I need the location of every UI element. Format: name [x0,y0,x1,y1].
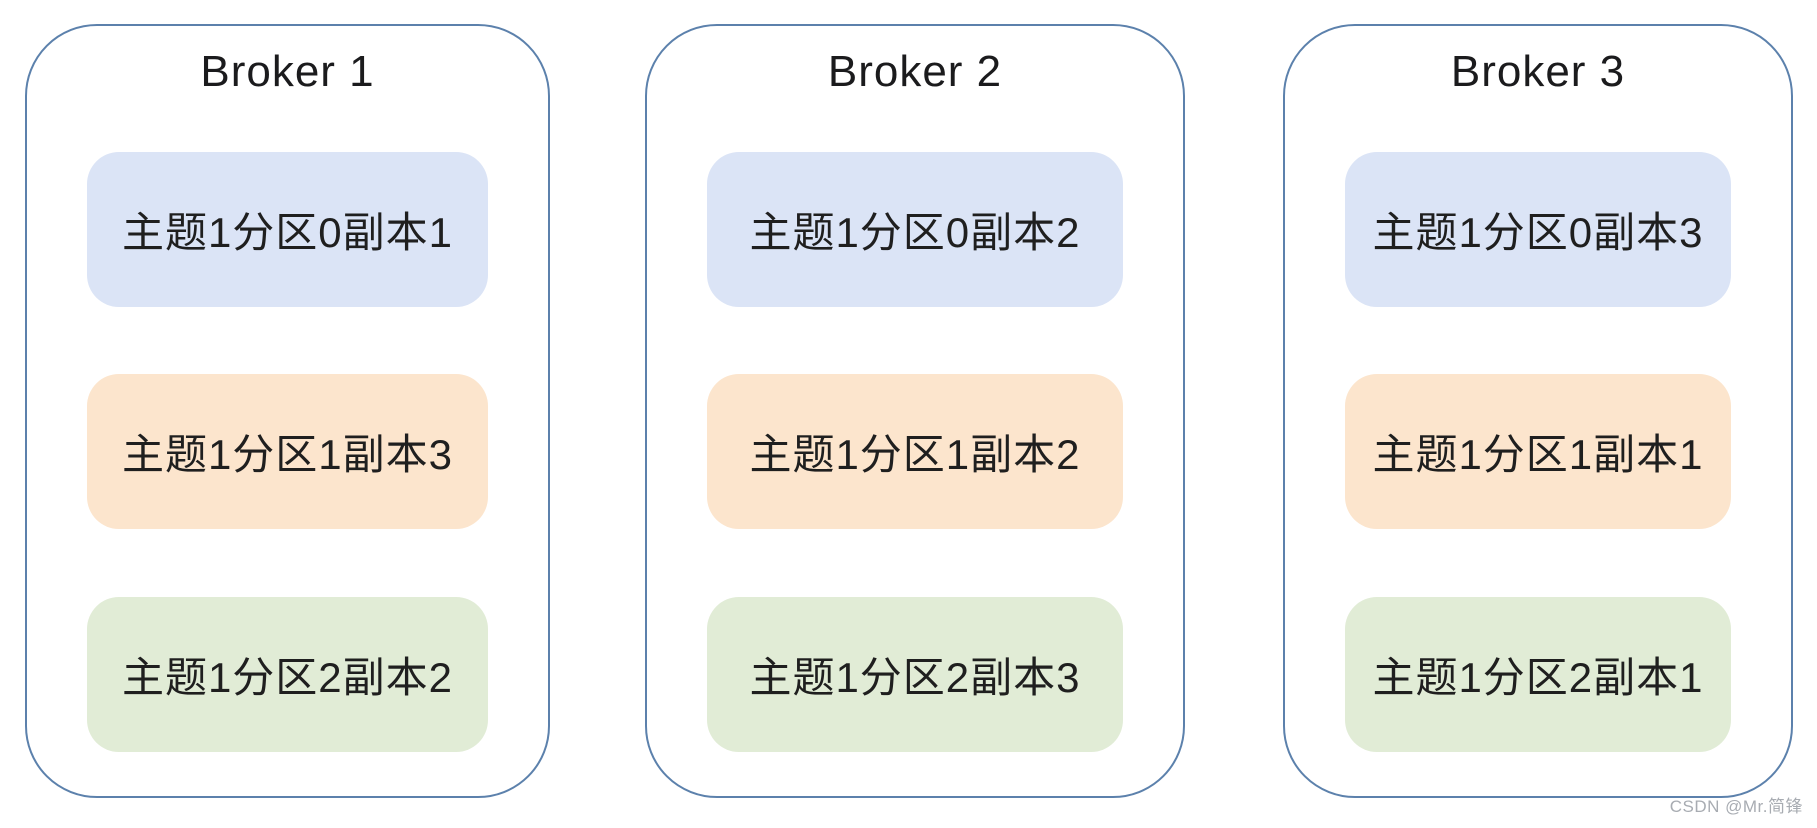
broker1-topic1-partition0-replica-box: 主题1分区0副本1 [87,152,488,307]
broker-1-title: Broker 1 [200,47,375,96]
broker1-topic1-partition2-replica-box: 主题1分区2副本2 [87,597,488,752]
broker3-topic1-partition0-replica-box: 主题1分区0副本3 [1345,152,1731,307]
broker2-topic1-partition2-replica-box: 主题1分区2副本3 [707,597,1123,752]
watermark: CSDN @Mr.简锋 [1669,797,1803,816]
broker-2-title: Broker 2 [827,47,1003,96]
broker-3-container: Broker 3 主题1分区0副本3 主题1分区1副本1 主题1分区2副本1 [1283,24,1793,798]
broker3-topic1-partition1-replica-box: 主题1分区1副本1 [1345,374,1731,529]
broker2-topic1-partition1-replica-box: 主题1分区1副本2 [707,374,1123,529]
broker-3-title: Broker 3 [1450,47,1626,96]
broker2-topic1-partition0-replica-box: 主题1分区0副本2 [707,152,1123,307]
broker1-topic1-partition1-replica-box: 主题1分区1副本3 [87,374,488,529]
broker-1-container: Broker 1 主题1分区0副本1 主题1分区1副本3 主题1分区2副本2 [25,24,550,798]
broker3-topic1-partition2-replica-box: 主题1分区2副本1 [1345,597,1731,752]
broker-2-container: Broker 2 主题1分区0副本2 主题1分区1副本2 主题1分区2副本3 [645,24,1185,798]
